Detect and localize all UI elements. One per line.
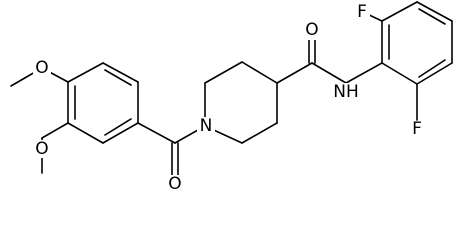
bond [67,122,104,144]
amide-group [276,34,383,84]
bond [416,62,453,85]
methoxy-oxygen-top: O [35,58,48,78]
bond [204,61,243,84]
carbonyl-oxygen-bottom: O [168,174,181,194]
methoxy-oxygen-bottom: O [35,139,48,159]
bond [67,62,104,83]
bond [311,62,347,84]
difluorophenyl-ring [381,1,453,85]
bond [381,62,418,85]
double-bond [104,118,132,136]
bond [416,1,453,22]
double-bond [418,8,446,25]
fluorine-bottom: F [412,119,422,139]
bond [345,62,383,84]
bond [381,1,418,22]
amide-nh: NH [333,82,359,102]
piperidine-ring [204,61,278,144]
structure-canvas: O O O N O NH F F [10,1,453,194]
carbonyl-oxygen-top: O [305,20,318,40]
fluoro-bonds [364,12,418,121]
bond [102,62,139,83]
bond [276,62,313,84]
bond [137,122,176,144]
double-bond [418,59,446,78]
bond [102,122,139,144]
bond [241,61,278,84]
atom-labels: O O O N O NH F F [33,2,425,194]
double-bond [104,69,132,86]
bond [241,122,278,144]
dimethoxyphenyl-ring [67,62,139,144]
fluorine-top: F [357,2,367,22]
bond [41,122,69,139]
molecule-diagram: O O O N O NH F F [10,1,453,194]
benzoyl-carbonyl [137,122,206,176]
piperidine-nitrogen: N [200,116,213,136]
